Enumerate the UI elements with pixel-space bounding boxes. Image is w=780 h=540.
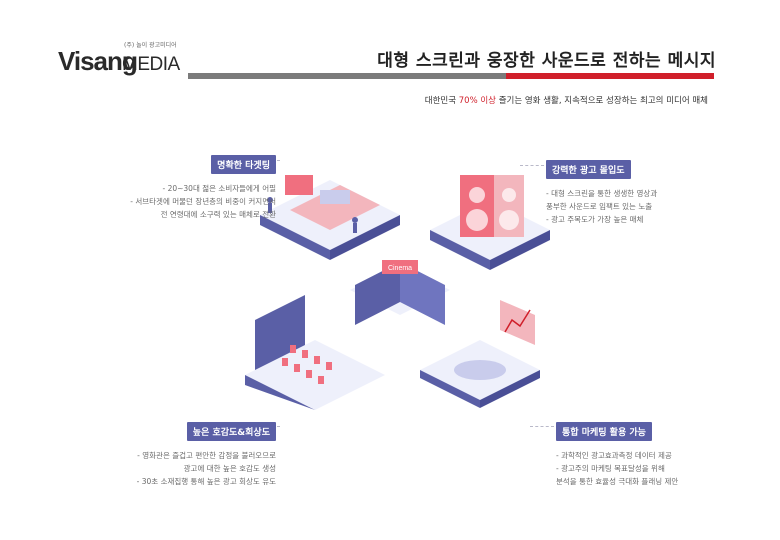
subtitle-pre: 대한민국 [424, 96, 459, 106]
connector-marketing [530, 426, 554, 427]
connector-immersion [520, 165, 544, 166]
logo-wordmark-media: MEDIA [122, 54, 180, 75]
brand-logo: (주) 놀이 광고미디어 Visang MEDIA [58, 40, 188, 76]
targeting-line: - 20~30대 젊은 소비자들에게 어필 [162, 184, 276, 193]
panel-recall: 높은 호감도&회상도 - 영화관은 즐겁고 편안한 감정을 불러오므로 광고에 … [86, 420, 276, 488]
marketing-line: 분석을 통한 효율성 극대화 플래닝 제안 [556, 477, 679, 486]
tag-immersion: 강력한 광고 몰입도 [546, 160, 631, 179]
tag-marketing: 통합 마케팅 활용 가능 [556, 422, 652, 441]
title-underline-grey [188, 73, 506, 79]
targeting-line: 전 연령대에 소구력 있는 매체로 전환 [160, 210, 276, 219]
tag-targeting: 명확한 타겟팅 [211, 155, 276, 174]
logo-tagline: (주) 놀이 광고미디어 [124, 42, 177, 49]
panel-immersion: 강력한 광고 몰입도 - 대형 스크린을 통한 생생한 영상과 풍부한 사운드로… [546, 158, 736, 226]
title-underline-red [506, 73, 714, 79]
theater-platform [245, 295, 385, 410]
recall-line: - 30초 소재집행 통해 높은 광고 회상도 유도 [136, 477, 276, 486]
marketing-line: - 과학적인 광고효과측정 데이터 제공 [556, 451, 672, 460]
lobby-platform [260, 175, 400, 260]
immersion-line: 풍부한 사운드로 임팩트 있는 노출 [546, 202, 653, 211]
cinema-building: Cinema [350, 260, 450, 325]
isometric-cinema-illustration: Cinema [245, 175, 550, 410]
page-title: 대형 스크린과 웅장한 사운드로 전하는 메시지 [377, 51, 716, 71]
recall-line: - 영화관은 즐겁고 편안한 감정을 불러오므로 [137, 451, 276, 460]
meeting-platform [420, 300, 540, 408]
immersion-line: - 대형 스크린을 통한 생생한 영상과 [546, 189, 658, 198]
cinema-marquee-text: Cinema [388, 265, 412, 272]
tag-recall: 높은 호감도&회상도 [186, 422, 276, 441]
logo-wordmark-visang: Visang [58, 46, 138, 76]
page-subtitle: 대한민국 70% 이상 즐기는 영화 생활, 지속적으로 성장하는 최고의 미디… [425, 94, 708, 106]
recall-line: 광고에 대한 높은 호감도 생성 [183, 464, 276, 473]
immersion-line: - 광고 주목도가 가장 높은 매체 [546, 215, 644, 224]
subtitle-highlight: 70% 이상 [458, 96, 496, 106]
targeting-line: - 서브타겟에 머물던 장년층의 비중이 커지면서 [130, 197, 276, 206]
subtitle-post: 즐기는 영화 생활, 지속적으로 성장하는 최고의 미디어 매체 [496, 96, 708, 106]
panel-marketing: 통합 마케팅 활용 가능 - 과학적인 광고효과측정 데이터 제공 - 광고주의… [556, 420, 746, 488]
speaker-platform [430, 175, 550, 270]
marketing-line: - 광고주의 마케팅 목표달성을 위해 [556, 464, 665, 473]
panel-targeting: 명확한 타겟팅 - 20~30대 젊은 소비자들에게 어필 - 서브타겟에 머물… [86, 153, 276, 221]
